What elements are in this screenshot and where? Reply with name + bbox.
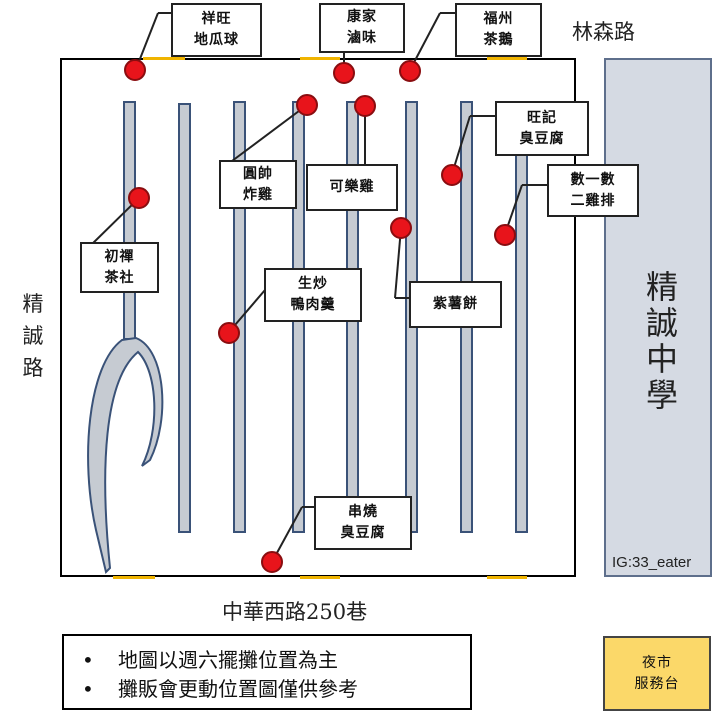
stall-name-line2: 茶社	[104, 269, 135, 286]
stall-name-line2: 二雞排	[570, 192, 616, 209]
street-jingcheng: 精誠路	[22, 292, 44, 380]
stall-marker-shengchao[interactable]	[218, 322, 240, 344]
jingcheng-school: 精誠中學 IG:33_eater	[604, 58, 712, 577]
stall-marker-kangjia[interactable]	[333, 62, 355, 84]
stall-name-line2: 地瓜球	[194, 32, 239, 48]
street-zhonghua-west: 中華西路250巷	[222, 600, 368, 624]
stall-label-xiangwang[interactable]: 祥旺地瓜球	[171, 3, 262, 57]
stall-name-line1: 生炒	[298, 276, 328, 292]
aisle-2	[178, 103, 191, 533]
stall-name-line2: 鴨肉羹	[290, 297, 336, 313]
stall-label-fuzhou[interactable]: 福州茶鵝	[455, 3, 542, 57]
stall-marker-yuanshuai[interactable]	[296, 94, 318, 116]
stall-marker-fuzhou[interactable]	[399, 60, 421, 82]
stall-name-line2: 臭豆腐	[340, 525, 386, 541]
gate-south-1	[113, 576, 155, 579]
gate-south-3	[487, 576, 527, 579]
stall-label-kele[interactable]: 可樂雞	[306, 164, 398, 211]
service-desk[interactable]: 夜市 服務台	[603, 636, 711, 711]
stall-marker-zishu[interactable]	[390, 217, 412, 239]
stall-marker-chuchan[interactable]	[128, 187, 150, 209]
map-notes: • 地圖以週六擺攤位置為主 • 攤販會更動位置圖僅供參考	[62, 634, 472, 710]
note-item: • 地圖以週六擺攤位置為主	[82, 646, 470, 675]
stall-marker-shuyishu[interactable]	[494, 224, 516, 246]
stall-label-chuanshao[interactable]: 串燒臭豆腐	[314, 496, 412, 550]
stall-label-kangjia[interactable]: 康家滷味	[319, 3, 405, 53]
note-text: 地圖以週六擺攤位置為主	[118, 648, 338, 672]
stall-name-line1: 福州	[483, 11, 514, 27]
street-linsen: 林森路	[572, 20, 635, 44]
stall-name-line2: 滷味	[347, 30, 377, 46]
stall-marker-kele[interactable]	[354, 95, 376, 117]
stall-label-zishu[interactable]: 紫薯餅	[409, 281, 502, 328]
stall-label-chuchan[interactable]: 初禪茶社	[80, 242, 159, 293]
stall-label-wangji[interactable]: 旺記臭豆腐	[495, 101, 589, 156]
stall-name-line1: 康家	[347, 9, 377, 25]
school-name: 精誠中學	[641, 270, 679, 414]
watermark: IG:33_eater	[612, 554, 692, 571]
stall-marker-xiangwang[interactable]	[124, 59, 146, 81]
stall-name-line1: 圓帥	[243, 165, 273, 182]
gate-north-3	[487, 57, 527, 60]
stall-name-line1: 旺記	[527, 109, 557, 126]
gate-north-2	[300, 57, 340, 60]
stall-name-line1: 可樂雞	[329, 179, 375, 195]
stall-name-line1: 數一數	[570, 171, 616, 188]
stall-name-line1: 祥旺	[201, 11, 232, 27]
note-bullet: •	[82, 648, 94, 672]
stall-name-line2: 臭豆腐	[519, 130, 565, 147]
stall-name-line1: 串燒	[348, 504, 378, 520]
service-desk-line1: 夜市	[642, 654, 672, 671]
stall-name-line2: 炸雞	[243, 186, 273, 203]
note-text: 攤販會更動位置圖僅供參考	[118, 677, 358, 701]
stall-label-yuanshuai[interactable]: 圓帥炸雞	[219, 160, 297, 209]
note-bullet: •	[82, 677, 94, 701]
aisle-8	[515, 101, 528, 533]
stall-marker-chuanshao[interactable]	[261, 551, 283, 573]
stall-label-shengchao[interactable]: 生炒鴨肉羹	[264, 268, 362, 322]
service-desk-line2: 服務台	[634, 675, 680, 692]
gate-north-1	[143, 57, 185, 60]
gate-south-2	[300, 576, 340, 579]
stall-name-line1: 初禪	[104, 248, 135, 265]
stall-marker-wangji[interactable]	[441, 164, 463, 186]
note-item: • 攤販會更動位置圖僅供參考	[82, 675, 470, 704]
stall-name-line1: 紫薯餅	[433, 296, 478, 312]
stall-label-shuyishu[interactable]: 數一數二雞排	[547, 164, 639, 217]
stall-name-line2: 茶鵝	[483, 32, 514, 48]
aisle-1	[123, 101, 136, 340]
